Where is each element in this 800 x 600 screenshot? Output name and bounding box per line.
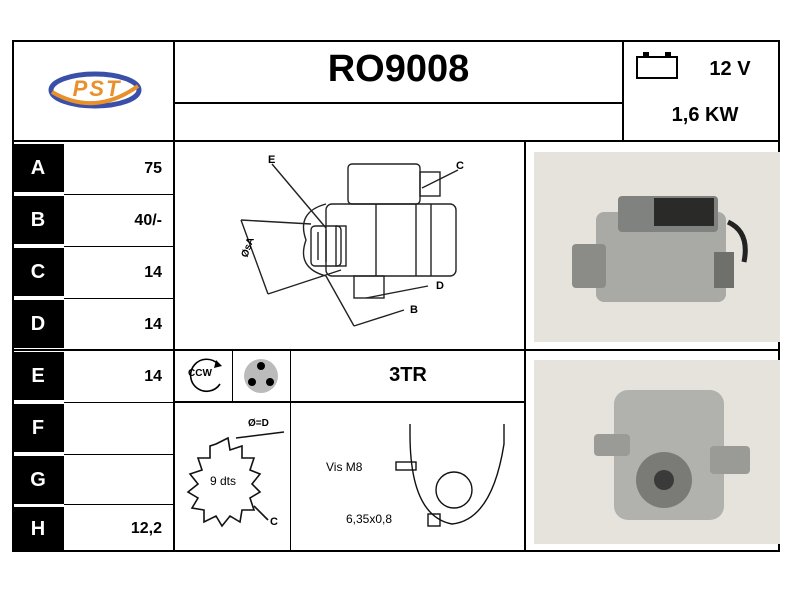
spec-letter-d: D xyxy=(12,300,64,348)
gear-teeth-count: 9 dts xyxy=(210,474,237,488)
three-bolt-icon xyxy=(236,354,286,398)
spec-row-line xyxy=(64,194,174,195)
mount-type: 3TR xyxy=(389,364,427,386)
diagram-label-b: B xyxy=(410,304,418,316)
spec-row-line xyxy=(64,298,174,299)
flange-diagram: Vis M8 6,35x0,8 xyxy=(292,404,522,550)
starter-photo-front xyxy=(534,360,780,544)
diagram-label-e: E xyxy=(268,154,276,166)
header-divider-1 xyxy=(173,40,175,142)
gear-label-c: C xyxy=(270,516,278,528)
spec-value-a: 75 xyxy=(144,160,162,177)
diagram-label-c: C xyxy=(456,160,464,172)
rotation-ccw-icon: CCW xyxy=(182,354,230,398)
spec-row-line xyxy=(64,246,174,247)
spec-value-e: 14 xyxy=(144,368,162,385)
part-number: RO9008 xyxy=(327,48,470,90)
screw-label: Vis M8 xyxy=(326,460,363,474)
diagram-label-d: D xyxy=(436,280,444,292)
spec-row-line xyxy=(64,504,174,505)
rotation-divider-2 xyxy=(290,350,291,552)
spec-row-line xyxy=(64,402,174,403)
rotation-bottom-line xyxy=(173,401,525,403)
spec-letter-h: H xyxy=(12,507,64,551)
rotation-ccw-label: CCW xyxy=(188,368,212,379)
thread-label: 6,35x0,8 xyxy=(346,512,393,526)
voltage-value: 12 V xyxy=(709,58,751,80)
logo-text: PST xyxy=(72,76,122,101)
spec-letter-e: E xyxy=(12,352,64,400)
gear-diagram: Ø=D 9 dts C xyxy=(176,404,288,550)
battery-icon xyxy=(635,50,681,80)
spec-value-f xyxy=(64,404,174,454)
starter-diagram: E C D B ØsA xyxy=(176,142,522,348)
spec-row-line xyxy=(12,349,780,351)
header-bottom-line xyxy=(12,140,780,142)
spec-row-line xyxy=(64,454,174,455)
header-subline xyxy=(173,102,624,104)
spec-value-g xyxy=(64,456,174,506)
spec-letter-b: B xyxy=(12,196,64,244)
spec-letter-a: A xyxy=(12,144,64,192)
spec-column-divider xyxy=(173,140,175,552)
spec-letter-f: F xyxy=(12,404,64,452)
rotation-divider-1 xyxy=(232,350,233,402)
header-divider-2 xyxy=(622,40,624,142)
spec-value-h: 12,2 xyxy=(130,520,162,537)
power-value: 1,6 KW xyxy=(671,104,739,126)
spec-value-b: 40/- xyxy=(134,212,162,229)
spec-letter-g: G xyxy=(12,456,64,504)
spec-letter-c: C xyxy=(12,248,64,296)
gear-diameter-label: Ø=D xyxy=(248,418,269,429)
spec-value-c: 14 xyxy=(144,264,162,281)
starter-photo-side xyxy=(534,152,780,342)
brand-logo: PST xyxy=(40,62,150,118)
spec-value-d: 14 xyxy=(144,316,162,333)
diagram-photo-divider xyxy=(524,140,526,552)
